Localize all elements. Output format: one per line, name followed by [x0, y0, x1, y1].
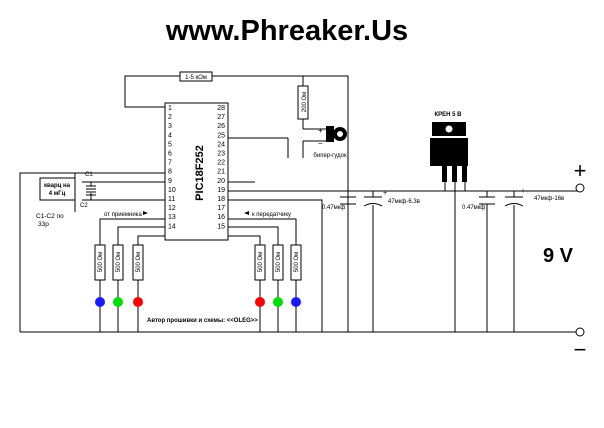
chip-label: PIC18F252 — [194, 145, 206, 201]
resistor-buzzer-label: 200 Ом — [302, 92, 308, 112]
capacitor-4: + — [504, 188, 525, 207]
arrow-out-icon — [244, 211, 249, 215]
led-resistor-label-1: 500 Ом — [98, 252, 104, 272]
left-pin-13: 13 — [168, 214, 176, 221]
crystal-label-2: 4 мГц — [49, 191, 66, 197]
led-green-1 — [113, 297, 123, 307]
svg-text:−: − — [318, 139, 323, 148]
capacitor-c1 — [86, 185, 96, 190]
wires — [19, 75, 580, 333]
cap2-label: 47мкф-6.3в — [388, 199, 420, 205]
led-resistor-label-6: 500 Ом — [294, 252, 300, 272]
left-pin-2: 2 — [168, 114, 172, 121]
crystal-label-1: кварц на — [44, 183, 71, 189]
resistor-buzzer — [297, 85, 309, 120]
led-resistor-label-2: 500 Ом — [116, 252, 122, 272]
minus-sign: − — [574, 337, 587, 362]
c1-label: C1 — [85, 172, 93, 178]
cap4-label: 47мкф-16в — [534, 196, 564, 202]
author-label: Автор прошивки и схемы: <<OLEG>> — [147, 318, 258, 324]
left-pin-10: 10 — [168, 187, 176, 194]
left-pin-4: 4 — [168, 132, 172, 139]
right-pin-27: 27 — [217, 114, 225, 121]
buzzer-label: бипер-гудок — [313, 153, 347, 159]
svg-text:+: + — [521, 188, 525, 195]
svg-text:+: + — [318, 126, 323, 135]
svg-text:+: + — [383, 190, 387, 197]
regulator-label: КРЕН 5 В — [434, 112, 462, 118]
right-pin-21: 21 — [217, 169, 225, 176]
right-pin-15: 15 — [217, 223, 225, 230]
c1c2-label-1: C1-C2 по — [36, 213, 64, 220]
left-pin-14: 14 — [168, 223, 176, 230]
led-resistor-2 — [112, 244, 124, 281]
resistor-top — [179, 71, 213, 82]
right-pin-20: 20 — [217, 178, 225, 185]
c2-label: C2 — [80, 203, 88, 209]
capacitor-2: + — [363, 190, 387, 207]
led-resistor-label-3: 500 Ом — [136, 252, 142, 272]
right-pin-16: 16 — [217, 214, 225, 221]
right-pin-28: 28 — [217, 105, 225, 112]
terminal-plus — [575, 183, 585, 193]
right-pin-24: 24 — [217, 141, 225, 148]
site-title: www.Phreaker.Us — [165, 15, 408, 47]
led-resistor-label-5: 500 Ом — [276, 252, 282, 272]
right-pin-23: 23 — [217, 151, 225, 158]
right-pin-26: 26 — [217, 123, 225, 130]
left-pin-8: 8 — [168, 169, 172, 176]
left-pin-11: 11 — [168, 196, 175, 203]
led-resistor-3 — [132, 244, 144, 281]
left-pin-3: 3 — [168, 123, 172, 130]
right-pin-17: 17 — [217, 205, 225, 212]
led-resistor-label-4: 500 Ом — [258, 252, 264, 272]
led-resistor-4 — [254, 244, 266, 281]
cap3-label: 0.47мкф — [462, 205, 485, 211]
led-resistor-6 — [290, 244, 302, 281]
from-receiver-label: от приемника — [104, 212, 142, 218]
voltage-regulator — [430, 122, 468, 182]
led-blue-2 — [291, 297, 301, 307]
capacitor-3 — [479, 196, 495, 205]
led-blue-1 — [95, 297, 105, 307]
buzzer: + − — [318, 126, 347, 148]
terminal-minus — [575, 327, 585, 337]
voltage-label: 9 V — [543, 245, 574, 267]
to-transmitter-label: к передатчику — [252, 212, 291, 218]
led-green-2 — [273, 297, 283, 307]
led-red-2 — [255, 297, 265, 307]
resistor-top-label: 1-5 кОм — [185, 75, 207, 81]
pic-chip — [164, 102, 229, 241]
left-pin-7: 7 — [168, 160, 172, 167]
left-pin-9: 9 — [168, 178, 172, 185]
pins-right: 28 27 26 25 24 23 22 21 20 19 18 17 16 15 — [217, 105, 225, 230]
led-resistors: 500 Ом 500 Ом 500 Ом 500 Ом 500 Ом 500 Ом — [94, 244, 302, 281]
left-pin-6: 6 — [168, 151, 172, 158]
c1c2-label-2: 33р — [38, 221, 49, 228]
crystal — [39, 177, 76, 201]
left-pin-5: 5 — [168, 141, 172, 148]
led-resistor-5 — [272, 244, 284, 281]
right-pin-18: 18 — [217, 196, 225, 203]
capacitor-1 — [340, 196, 356, 205]
cap1-label: 0.47мкф — [322, 205, 345, 211]
left-pin-12: 12 — [168, 205, 176, 212]
right-pin-22: 22 — [217, 160, 225, 167]
left-pin-1: 1 — [168, 105, 172, 112]
capacitor-c2 — [86, 191, 96, 196]
arrow-in-icon — [143, 211, 148, 215]
led-red-1 — [133, 297, 143, 307]
right-pin-25: 25 — [217, 132, 225, 139]
plus-sign: + — [574, 158, 587, 183]
right-pin-19: 19 — [217, 187, 225, 194]
led-resistor-1 — [94, 244, 106, 281]
